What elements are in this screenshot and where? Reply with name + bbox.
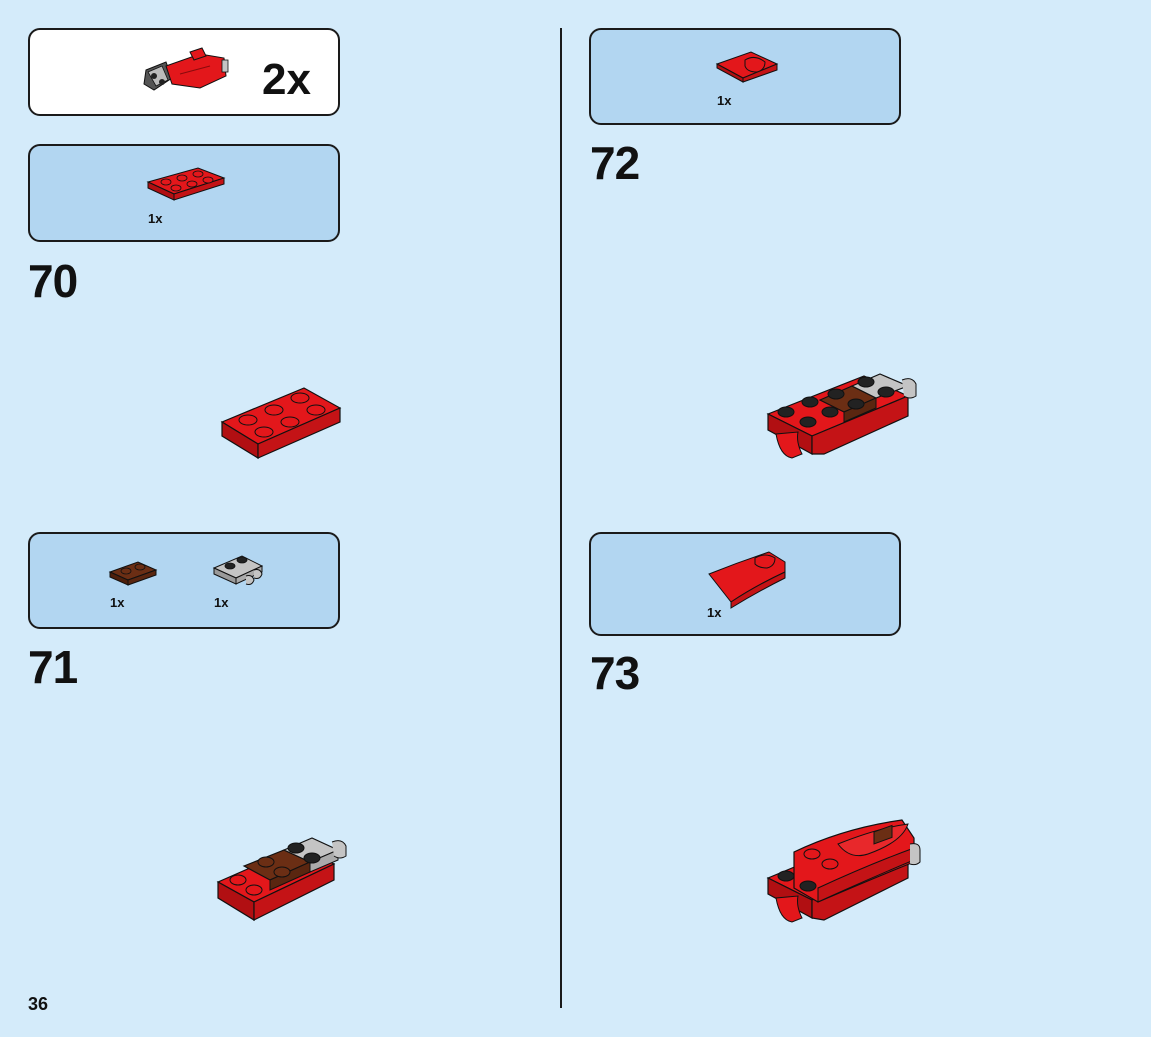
step-number: 70 [28,255,78,307]
grey-clip-plate-part-image [212,555,264,585]
part-quantity: 1x [214,595,229,610]
step-72-model-image [766,373,917,459]
step-70-parts-callout: 1x [28,144,340,242]
part-quantity: 1x [707,605,722,620]
step-71-parts-callout: 1x 1x [28,532,340,629]
step-72-parts-callout: 1x [589,28,901,125]
step-70-model-image [220,387,342,460]
step-number: 71 [28,641,78,693]
step-73-model-image [766,819,921,923]
part-quantity: 1x [148,211,163,226]
brown-plate-1x2-part-image [108,561,158,586]
page-number: 36 [28,994,49,1014]
part-quantity: 1x [717,93,732,108]
subassembly-multiplier: 2x [262,55,311,104]
step-73-parts-callout: 1x [589,532,901,636]
red-plate-2x3-part-image [146,167,226,201]
subassembly-model-image [143,47,229,91]
red-curved-slope-part-image [715,51,779,83]
red-wedge-slope-part-image [708,551,786,609]
page-divider [560,28,562,1008]
step-number: 72 [590,137,640,189]
step-number: 73 [590,647,640,699]
step-71-model-image [216,837,347,922]
subassembly-callout: 2x [28,28,340,116]
part-quantity: 1x [110,595,125,610]
